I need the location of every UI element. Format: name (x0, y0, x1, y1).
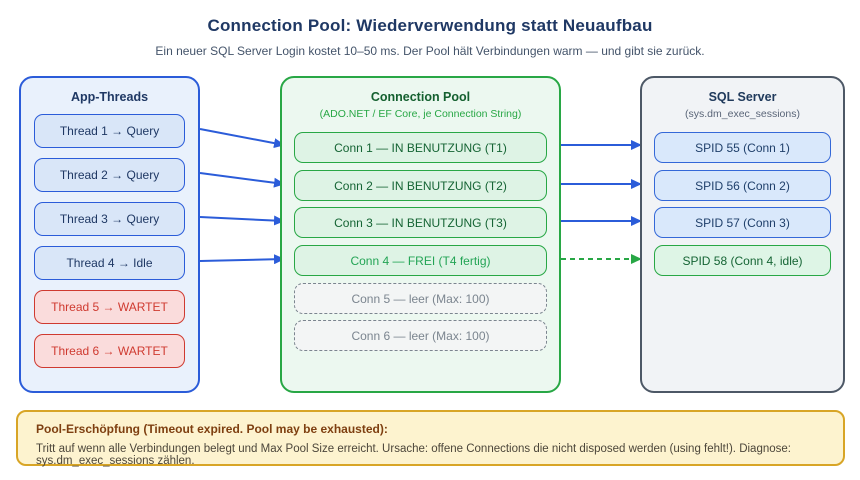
thread-6-box: Thread 6 → WARTET (34, 334, 185, 368)
connection-pool-panel: Connection Pool (ADO.NET / EF Core, je C… (280, 76, 561, 393)
spid-58-box: SPID 58 (Conn 4, idle) (654, 245, 831, 276)
diagram-header: Connection Pool: Wiederverwendung statt … (0, 16, 860, 58)
thread-2-box: Thread 2 → Query (34, 158, 185, 192)
sql-server-subtitle: (sys.dm_exec_sessions) (685, 108, 800, 120)
warning-body: Tritt auf wenn alle Verbindungen belegt … (36, 443, 791, 467)
pool-exhaustion-warning: Pool-Erschöpfung (Timeout expired. Pool … (16, 410, 845, 467)
thread-3-box: Thread 3 → Query (34, 202, 185, 236)
connection-pool-title: Connection Pool (370, 90, 471, 104)
conn-3-box: Conn 3 — IN BENUTZUNG (T3) (294, 207, 547, 238)
thread-4-box: Thread 4 → Idle (34, 246, 185, 280)
conn-1-box: Conn 1 — IN BENUTZUNG (T1) (294, 132, 547, 163)
thread-1-box: Thread 1 → Query (34, 114, 185, 148)
app-threads-title: App-Threads (70, 90, 149, 104)
app-threads-panel: App-Threads Thread 1 → Query Thread 2 → … (19, 76, 200, 393)
arrow-thread1-conn1 (199, 128, 285, 149)
page-subtitle: Ein neuer SQL Server Login kostet 10–50 … (155, 44, 705, 58)
arrow-thread4-conn4 (199, 254, 285, 265)
connection-pool-subtitle: (ADO.NET / EF Core, je Connection String… (319, 108, 522, 120)
sql-server-panel: SQL Server (sys.dm_exec_sessions) SPID 5… (640, 76, 845, 393)
sql-server-title: SQL Server (708, 90, 777, 104)
spid-56-box: SPID 56 (Conn 2) (654, 170, 831, 201)
arrow-thread2-conn2 (199, 172, 285, 188)
page-title: Connection Pool: Wiederverwendung statt … (207, 16, 653, 35)
conn-5-box: Conn 5 — leer (Max: 100) (294, 283, 547, 314)
conn-6-box: Conn 6 — leer (Max: 100) (294, 320, 547, 351)
spid-57-box: SPID 57 (Conn 3) (654, 207, 831, 238)
conn-4-box: Conn 4 — FREI (T4 fertig) (294, 245, 547, 276)
warning-title: Pool-Erschöpfung (Timeout expired. Pool … (36, 422, 388, 436)
arrow-thread3-conn3 (199, 215, 285, 226)
spid-55-box: SPID 55 (Conn 1) (654, 132, 831, 163)
thread-5-box: Thread 5 → WARTET (34, 290, 185, 324)
conn-2-box: Conn 2 — IN BENUTZUNG (T2) (294, 170, 547, 201)
